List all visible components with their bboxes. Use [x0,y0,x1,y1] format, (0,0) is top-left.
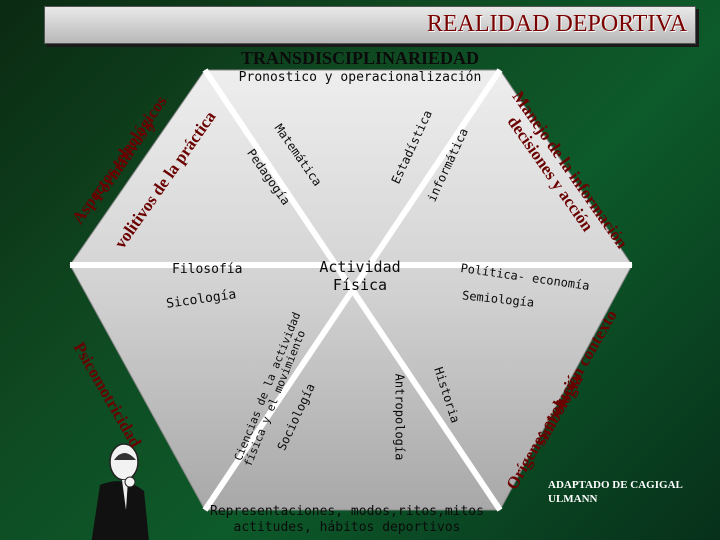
bottom-line-1: Representaciones, modos,ritos,mitos [0,504,694,520]
bottom-caption: Representaciones, modos,ritos,mitos acti… [0,504,694,536]
credit: ADAPTADO DE CAGIGAL ULMANN [548,478,683,506]
credit-line-1: ADAPTADO DE CAGIGAL [548,478,683,492]
center-label: Actividad Física [300,258,420,294]
credit-line-2: ULMANN [548,492,683,506]
subtitle: TRANSDISCIPLINARIEDAD [0,48,720,69]
center-line-2: Física [300,276,420,294]
inner-label-filosofia: Filosofía [172,262,242,277]
inner-label-antropologia: Antropología [392,374,406,461]
pronostico-label: Pronostico y operacionalización [0,70,720,85]
bottom-line-2: actitudes, hábitos deportivos [0,520,694,536]
center-line-1: Actividad [300,258,420,276]
